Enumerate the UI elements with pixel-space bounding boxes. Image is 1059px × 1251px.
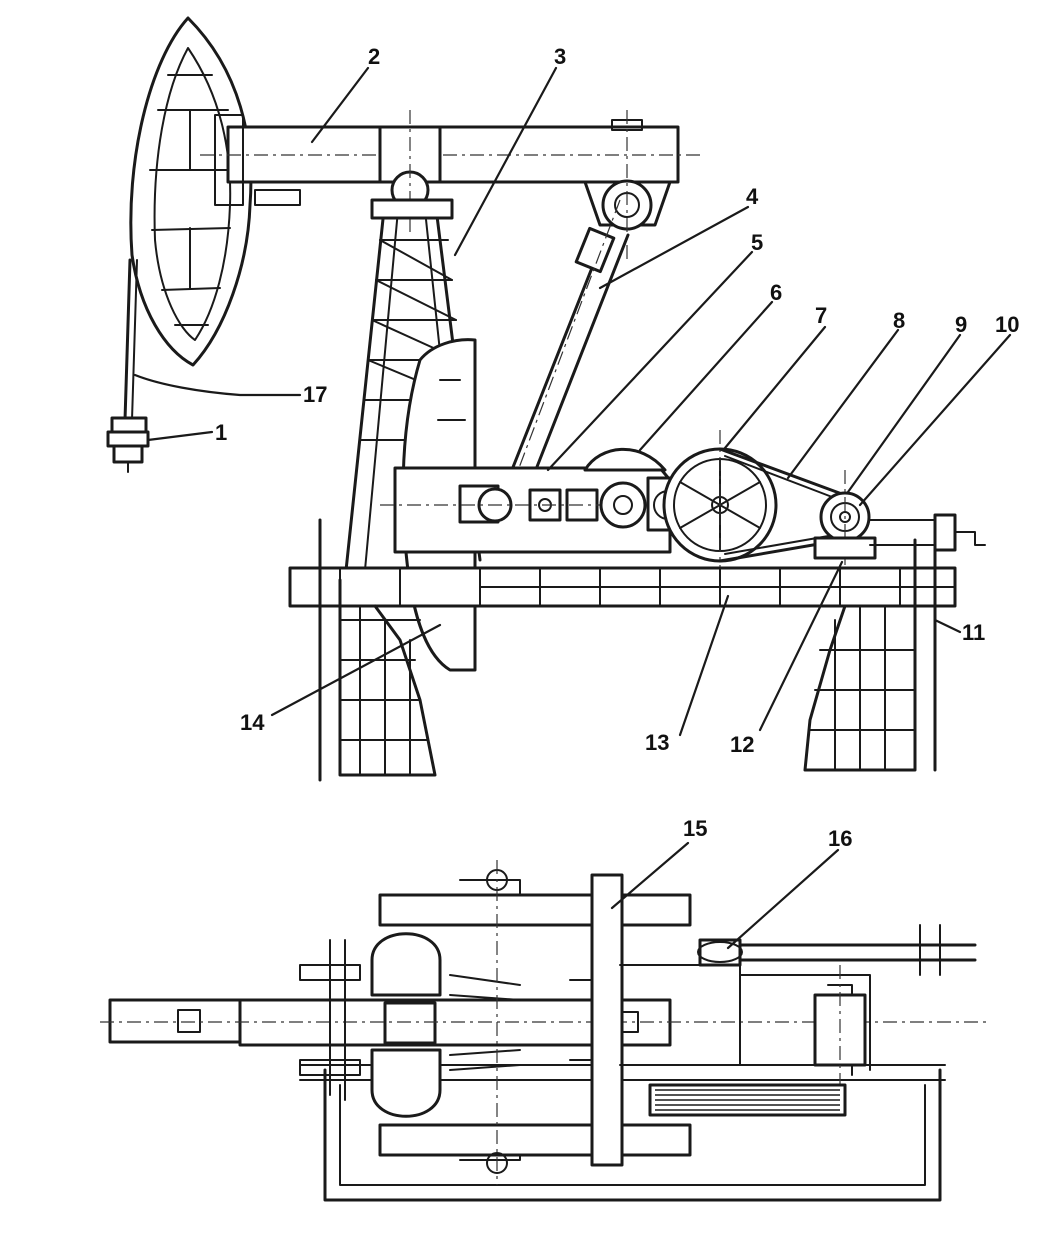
callout-8: 8 (893, 308, 905, 333)
leader-6 (638, 300, 774, 452)
leader-1 (146, 430, 214, 442)
leader-5 (546, 250, 754, 472)
leader-4 (598, 205, 750, 290)
horsehead (129, 16, 253, 367)
leader-8 (786, 328, 900, 480)
callout-6: 6 (770, 280, 782, 305)
callout-2: 2 (368, 44, 380, 69)
cross-member (569, 873, 624, 1167)
callout-1: 1 (215, 420, 227, 445)
crank-arms-plan (378, 860, 692, 1185)
motor-sled (813, 513, 986, 560)
callout-15: 15 (683, 816, 707, 841)
gear-reducer (380, 447, 700, 554)
leader-3 (453, 66, 558, 257)
leaders-top (610, 841, 840, 950)
leader-16 (726, 848, 840, 950)
leaders-side (133, 66, 1012, 737)
callout-7: 7 (815, 303, 827, 328)
callout-16: 16 (828, 826, 852, 851)
callouts-side: 2 3 4 5 6 7 8 9 10 11 12 13 14 17 1 (215, 44, 1019, 757)
callout-17: 17 (303, 382, 327, 407)
leader-12 (758, 560, 844, 732)
gearbox-plan (619, 964, 871, 1071)
callout-10: 10 (995, 312, 1019, 337)
main-frame (288, 566, 957, 608)
callout-14: 14 (240, 710, 265, 735)
leader-17 (133, 373, 302, 397)
leader-2 (310, 66, 370, 144)
leader-7 (723, 325, 827, 450)
stand-left (318, 518, 437, 782)
large-pulley (662, 430, 778, 575)
leader-10 (858, 333, 1012, 507)
leader-15 (610, 841, 690, 910)
callout-5: 5 (751, 230, 763, 255)
callout-12: 12 (730, 732, 754, 757)
leader-11 (933, 618, 962, 634)
callouts-top: 15 16 (683, 816, 852, 851)
callout-3: 3 (554, 44, 566, 69)
callout-11: 11 (962, 620, 985, 645)
leader-9 (846, 333, 962, 494)
callout-9: 9 (955, 312, 967, 337)
saddle-bearings-plan (299, 932, 442, 1118)
callout-13: 13 (645, 730, 669, 755)
side-view: 2 3 4 5 6 7 8 9 10 11 12 13 14 17 1 (106, 16, 1019, 782)
top-view: 15 16 (100, 816, 990, 1202)
callout-4: 4 (746, 184, 759, 209)
walking-beam (200, 114, 700, 206)
wire-line-and-clamp (106, 258, 150, 473)
leader-13 (678, 594, 730, 737)
stand-right (803, 528, 937, 772)
pitman-rod (498, 199, 630, 507)
leader-14 (270, 623, 442, 717)
equalizer-bearing (583, 110, 672, 260)
belt-guard-plan (648, 1083, 847, 1117)
